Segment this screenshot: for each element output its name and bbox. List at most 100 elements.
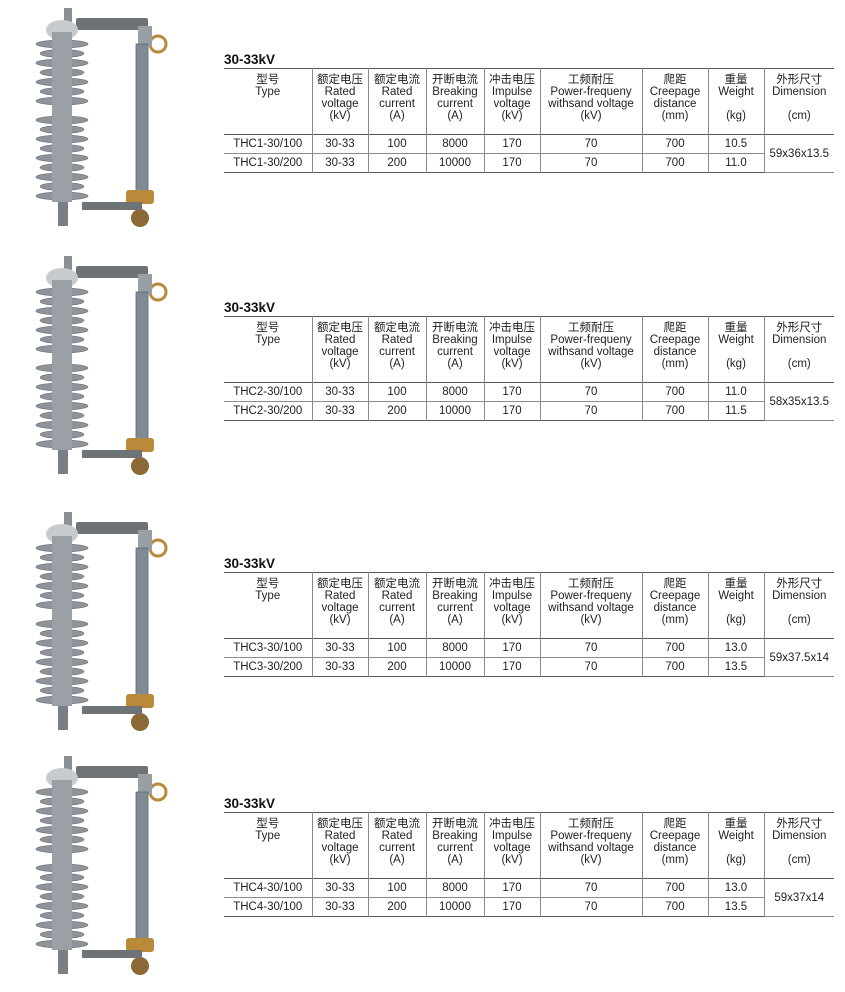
cell-pf-withstand: 70 xyxy=(539,153,642,173)
voltage-class-title: 30-33kV xyxy=(224,796,276,811)
cell-pf-withstand: 70 xyxy=(539,134,642,154)
cell-type: THC4-30/100 xyxy=(224,878,312,898)
fuse-cutout-image xyxy=(22,752,182,984)
cell-rated-current: 100 xyxy=(367,638,426,658)
cell-rated-voltage: 30-33 xyxy=(311,878,368,898)
fuse-cutout-image xyxy=(22,508,182,740)
cell-impulse-voltage: 170 xyxy=(483,657,540,677)
cell-impulse-voltage: 170 xyxy=(483,401,540,421)
cell-weight: 11.0 xyxy=(707,153,764,173)
cell-rated-current: 100 xyxy=(367,878,426,898)
cell-pf-withstand: 70 xyxy=(539,897,642,917)
cell-breaking-current: 8000 xyxy=(425,878,484,898)
cell-creepage: 700 xyxy=(641,897,708,917)
cell-rated-voltage: 30-33 xyxy=(311,638,368,658)
cell-rated-current: 200 xyxy=(367,153,426,173)
cell-impulse-voltage: 170 xyxy=(483,878,540,898)
cell-weight: 11.5 xyxy=(707,401,764,421)
spec-row: THC4-30/100 30-33 100 8000 170 70 700 13… xyxy=(224,878,834,917)
cell-pf-withstand: 70 xyxy=(539,638,642,658)
cell-rated-voltage: 30-33 xyxy=(311,401,368,421)
cell-pf-withstand: 70 xyxy=(539,382,642,402)
cell-rated-current: 200 xyxy=(367,897,426,917)
spec-row: THC1-30/200 30-33 200 10000 170 70 700 1… xyxy=(224,153,834,173)
cell-creepage: 700 xyxy=(641,382,708,402)
cell-breaking-current: 10000 xyxy=(425,401,484,421)
cell-type: THC3-30/100 xyxy=(224,638,312,658)
cell-breaking-current: 8000 xyxy=(425,382,484,402)
cell-breaking-current: 8000 xyxy=(425,134,484,154)
cell-dimension: 59x36x13.5 xyxy=(763,134,834,173)
cell-type: THC1-30/200 xyxy=(233,157,303,169)
cell-weight: 11.0 xyxy=(707,382,764,402)
cell-breaking-current: 8000 xyxy=(425,638,484,658)
cell-weight: 13.5 xyxy=(707,657,764,677)
spec-row: THC3-30/100 30-33 100 8000 170 70 700 13… xyxy=(224,638,834,677)
cell-weight: 13.5 xyxy=(707,897,764,917)
cell-rated-current: 200 xyxy=(367,657,426,677)
cell-creepage: 700 xyxy=(641,638,708,658)
spec-row: THC4-30/100 30-33 200 10000 170 70 700 1… xyxy=(224,897,834,917)
cell-type: THC4-30/100 xyxy=(233,901,303,913)
cell-rated-voltage: 30-33 xyxy=(311,153,368,173)
fuse-cutout-illustration xyxy=(35,512,168,731)
cell-pf-withstand: 70 xyxy=(539,401,642,421)
fuse-cutout-illustration xyxy=(35,8,168,227)
spec-row: THC1-30/100 30-33 100 8000 170 70 700 10… xyxy=(224,134,834,173)
cell-weight: 10.5 xyxy=(707,134,764,154)
cell-weight: 13.0 xyxy=(707,878,764,898)
cell-type: THC2-30/200 xyxy=(233,405,303,417)
cell-breaking-current: 10000 xyxy=(425,153,484,173)
spec-row: THC2-30/100 30-33 100 8000 170 70 700 11… xyxy=(224,382,834,421)
cell-type: THC3-30/200 xyxy=(233,661,303,673)
cell-rated-current: 100 xyxy=(367,382,426,402)
fuse-cutout-illustration xyxy=(35,756,168,975)
cell-impulse-voltage: 170 xyxy=(483,153,540,173)
cell-creepage: 700 xyxy=(641,878,708,898)
cell-rated-current: 100 xyxy=(367,134,426,154)
cell-rated-voltage: 30-33 xyxy=(311,134,368,154)
voltage-class-title: 30-33kV xyxy=(224,556,276,571)
cell-pf-withstand: 70 xyxy=(539,657,642,677)
cell-impulse-voltage: 170 xyxy=(483,638,540,658)
cell-rated-voltage: 30-33 xyxy=(311,897,368,917)
voltage-class-title: 30-33kV xyxy=(224,300,276,315)
fuse-cutout-image xyxy=(22,4,182,236)
cell-type: THC1-30/100 xyxy=(224,134,312,154)
cell-type: THC2-30/100 xyxy=(224,382,312,402)
